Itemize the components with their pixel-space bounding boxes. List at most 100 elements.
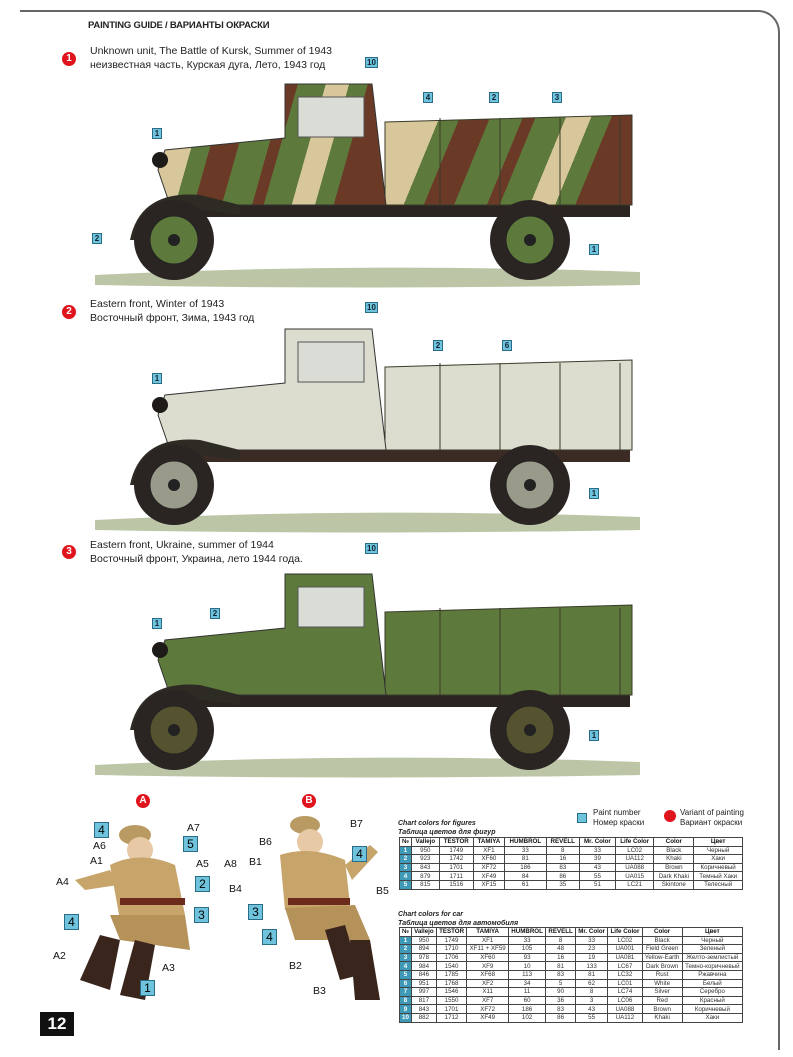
table-cell: Телесный (693, 879, 743, 890)
table-cell: XF9 (466, 961, 510, 971)
table-cell: 1516 (438, 879, 474, 890)
table-cell: LC21 (614, 879, 655, 890)
table-cell: Коричневый (681, 1004, 744, 1014)
label-b7: B7 (350, 818, 363, 830)
table-cell: Field Green (641, 944, 683, 954)
column-header: TAMIYA (466, 927, 510, 937)
table-cell: 81 (545, 961, 576, 971)
page-title: PAINTING GUIDE / ВАРИАНТЫ ОКРАСКИ (88, 20, 270, 31)
column-header: Mr. Color (574, 927, 609, 937)
table-cell: XF49 (466, 1012, 510, 1023)
column-header: Vallejo (410, 927, 437, 937)
table-cell: Темно-коричневый (681, 961, 744, 971)
label-b6: B6 (259, 836, 272, 848)
table-cell: 33 (504, 845, 547, 856)
label-b3: B3 (313, 985, 326, 997)
table-cell: XF11 + XF59 (466, 944, 510, 954)
variant-badge-2: 2 (62, 305, 76, 319)
table-cell: XF60 (466, 952, 510, 963)
table-cell: 923 (410, 854, 440, 864)
table-cell: Black (653, 845, 695, 856)
table-cell: LC02 (607, 935, 643, 946)
caption-en: Eastern front, Winter of 1943 (90, 298, 225, 310)
column-header: № (399, 927, 412, 937)
table-cell: Черный (681, 935, 744, 946)
table-cell: Silver (641, 987, 683, 997)
table-cell: 36 (545, 995, 576, 1006)
paint-callout: 2 (195, 876, 210, 892)
table-cell: 978 (410, 952, 437, 963)
table-cell: 4 (399, 871, 412, 881)
table-cell: 817 (410, 995, 437, 1006)
table-cell: 81 (504, 854, 547, 864)
table-cell: 950 (410, 845, 440, 856)
column-header: HUMBROL (504, 837, 547, 847)
caption-en: Unknown unit, The Battle of Kursk, Summe… (90, 45, 333, 57)
paint-callout: 3 (194, 907, 209, 923)
table-cell: 10 (399, 1012, 412, 1023)
variant-badge-1: 1 (62, 52, 76, 66)
table-cell: 951 (410, 978, 437, 989)
paint-callout: 2 (92, 233, 102, 244)
table-cell: 8 (399, 995, 412, 1006)
label-a6: A6 (93, 840, 106, 852)
table-cell: 7 (399, 987, 412, 997)
grass-ground (95, 267, 640, 288)
table-cell: 84 (504, 871, 547, 881)
table-cell: 83 (545, 969, 576, 980)
table-cell: 8 (545, 845, 580, 856)
cab-window (297, 586, 365, 628)
table-cell: 882 (410, 1012, 437, 1023)
table-cell: XF7 (466, 995, 510, 1006)
headlight (152, 642, 168, 658)
table-cell: LC01 (607, 978, 643, 989)
table-cell: White (641, 978, 683, 989)
column-header: TESTOR (435, 927, 468, 937)
table-cell: 133 (574, 961, 609, 971)
table-cell: UA112 (607, 1012, 643, 1023)
variant-badge-3: 3 (62, 545, 76, 559)
table-cell: LC74 (607, 987, 643, 997)
paint-callout: 4 (94, 822, 109, 838)
table-cell: 33 (508, 935, 547, 946)
paint-callout: 10 (365, 57, 378, 68)
column-header: Mr. Color (578, 837, 616, 847)
table-cell: XF60 (472, 854, 506, 864)
table-cell: Коричневый (693, 862, 743, 873)
grass-ground (95, 757, 640, 778)
table-cell: 5 (545, 978, 576, 989)
variant-legend-dot (664, 810, 676, 822)
table-cell: Зеленый (681, 944, 744, 954)
table-cell: 8 (574, 987, 609, 997)
caption-en: Chart colors for car (398, 911, 463, 918)
paint-callout: 2 (210, 608, 220, 619)
table-cell: UA088 (614, 862, 655, 873)
column-header: Цвет (681, 927, 744, 937)
table-cell: Темный Хаки (693, 871, 743, 881)
table-cell: Красный (681, 995, 744, 1006)
paint-callout: 1 (152, 618, 162, 629)
table-cell: 950 (410, 935, 437, 946)
paint-callout: 1 (140, 980, 155, 996)
table-cell: 815 (410, 879, 440, 890)
label-b1: B1 (249, 856, 262, 868)
table-cell: 1550 (435, 995, 468, 1006)
table-cell: 83 (545, 862, 580, 873)
page-frame (20, 10, 780, 1050)
hub-cap (168, 234, 180, 246)
table-cell: 51 (578, 879, 616, 890)
label-a4: A4 (56, 876, 69, 888)
table-cell: 6 (399, 978, 412, 989)
table-cell: 894 (410, 944, 437, 954)
table-cell: Dark Brown (641, 961, 683, 971)
figure-a (75, 825, 190, 1000)
figure-b (280, 816, 380, 1000)
label-b2: B2 (289, 960, 302, 972)
